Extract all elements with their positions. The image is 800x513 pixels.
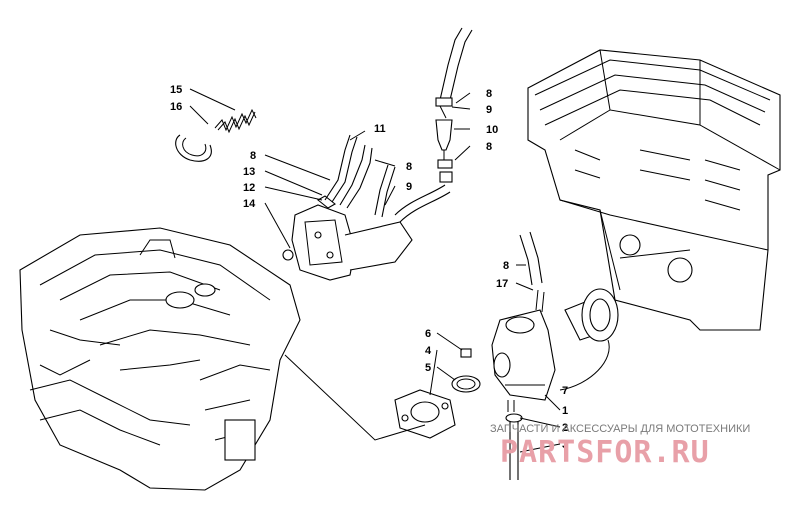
callout-14: 14 xyxy=(243,198,256,210)
callout-5: 5 xyxy=(425,362,431,374)
callout-8c: 8 xyxy=(406,161,412,173)
callout-10: 10 xyxy=(486,124,498,136)
spring xyxy=(214,108,257,134)
callout-9a: 9 xyxy=(486,104,492,116)
callout-2: 2 xyxy=(562,422,568,434)
callout-12: 12 xyxy=(243,182,255,194)
hose-clamp xyxy=(175,134,212,162)
callout-8a: 8 xyxy=(486,88,492,100)
engine xyxy=(19,227,301,491)
callout-17: 17 xyxy=(496,278,508,290)
callout-4: 4 xyxy=(425,345,432,357)
callout-8b: 8 xyxy=(486,141,492,153)
callout-8e: 8 xyxy=(503,260,509,272)
fuel-pump xyxy=(282,195,413,281)
callout-11: 11 xyxy=(374,123,386,135)
watermark-tagline: ЗАПЧАСТИ И АКСЕССУАРЫ ДЛЯ МОТОТЕХНИКИ xyxy=(490,423,750,435)
watermark-logo: PARTSFOR.RU xyxy=(500,435,710,470)
callout-3: 3 xyxy=(562,439,568,451)
intake-clamp xyxy=(451,375,481,393)
callout-9b: 9 xyxy=(406,181,412,193)
callout-8d: 8 xyxy=(250,150,256,162)
callout-13: 13 xyxy=(243,166,255,178)
intake-flange xyxy=(394,389,456,439)
callout-labels: 15 16 8 9 10 8 11 8 13 8 12 9 14 8 17 6 … xyxy=(170,84,568,451)
leader-lines xyxy=(189,88,691,453)
air-box xyxy=(527,49,781,331)
fitting xyxy=(460,348,472,358)
air-boot xyxy=(564,288,619,342)
callout-6: 6 xyxy=(425,328,431,340)
callout-16: 16 xyxy=(170,101,182,113)
watermark: ЗАПЧАСТИ И АКСЕССУАРЫ ДЛЯ МОТОТЕХНИКИ PA… xyxy=(490,423,750,470)
callout-15: 15 xyxy=(170,84,182,96)
fuel-filter xyxy=(435,27,473,169)
carburetor xyxy=(491,231,556,412)
callout-1: 1 xyxy=(562,405,568,417)
callout-7: 7 xyxy=(562,385,568,397)
